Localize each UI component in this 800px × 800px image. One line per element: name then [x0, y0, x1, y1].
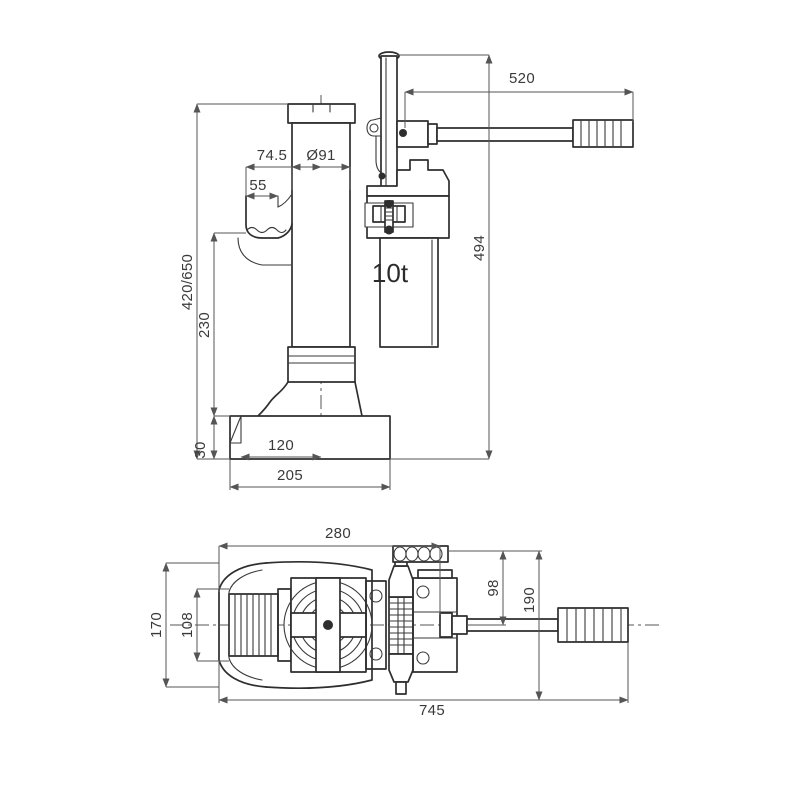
mount-bolt-bottom — [369, 647, 383, 661]
screw-column-edges — [397, 596, 405, 655]
toe-claw-assembly — [237, 193, 293, 266]
clamp-nut-bottom — [384, 225, 394, 235]
pump-head-block — [366, 159, 450, 197]
body-taper-right — [354, 381, 363, 417]
dim-pump-offset: 98 — [448, 550, 507, 626]
dim-base-inner-width-text: 120 — [268, 437, 294, 454]
ram-cap-notch — [312, 103, 331, 113]
base-toe-chamfer — [229, 415, 242, 444]
link-pin-lower — [378, 172, 386, 180]
screw-threads — [388, 602, 414, 646]
handle-socket-bolt — [399, 129, 407, 137]
handle-grip — [572, 119, 634, 148]
pivot-pin — [369, 123, 379, 133]
plan-handle-assembly — [439, 607, 629, 643]
dim-outer-depth: 170 — [148, 562, 219, 688]
dim-outer-depth-text: 170 — [148, 612, 165, 638]
screw-bottom-end — [388, 653, 414, 683]
ram-top-cap — [287, 103, 356, 124]
collar-grooves — [287, 355, 356, 364]
clamp-ribs — [380, 205, 398, 223]
handle-ferrule-plan — [451, 615, 468, 635]
handle-grip-ribs-plan — [566, 607, 622, 643]
dim-base-plate-height-text: 30 — [192, 441, 209, 458]
dim-base-width-text: 205 — [277, 467, 303, 484]
dim-lower-body-height-text: 230 — [196, 312, 213, 338]
dim-body-width-text: 280 — [325, 525, 351, 542]
dim-toe-depth-text: 108 — [179, 612, 196, 638]
handle-shaft — [436, 127, 574, 142]
dim-toe-depth: 108 — [179, 588, 229, 662]
dim-total-lift-height-text: 420/650 — [179, 254, 196, 310]
pump-reservoir — [379, 237, 439, 348]
dim-overall-length: 745 — [218, 642, 629, 719]
toe-lower-arc — [237, 237, 293, 266]
dim-lower-body-height: 230 — [196, 232, 246, 417]
handle-grip-plan — [557, 607, 629, 643]
capacity-label: 10t — [372, 258, 409, 288]
body-shell-left-arc — [218, 562, 267, 688]
reservoir-top-lip — [417, 569, 453, 579]
dim-ram-diameter: Ø91 — [245, 147, 351, 196]
pump-mount-plate — [365, 580, 387, 670]
reservoir-bolt-bottom — [416, 651, 430, 665]
clamp-nut-top — [385, 200, 393, 208]
ram-collar — [287, 346, 356, 383]
dim-pump-height-text: 494 — [471, 235, 488, 261]
screw-top-end — [388, 565, 414, 598]
base-plate — [229, 415, 391, 460]
dim-handle-length-text: 520 — [509, 70, 535, 87]
base-toe-step — [229, 415, 242, 444]
plan-top-view: 280 745 170 108 98 — [148, 525, 660, 719]
dim-pump-offset-text: 98 — [485, 579, 502, 596]
dim-toe-width-text: 55 — [249, 177, 266, 194]
toe-serrations — [246, 226, 287, 234]
dim-handle-length: 520 — [404, 70, 634, 128]
handle-grip-ribs — [580, 119, 622, 148]
ram-center-dot — [323, 620, 333, 630]
dim-toe-offset-text: 74.5 — [257, 147, 287, 164]
dim-total-lift-height: 420/650 — [179, 103, 288, 460]
screw-stem-bottom — [395, 681, 407, 695]
dim-overall-length-text: 745 — [419, 702, 445, 719]
dim-body-width: 280 — [218, 525, 441, 615]
dim-base-inner-width: 120 — [240, 437, 322, 461]
jack-body-outline — [229, 103, 391, 460]
dim-toe-width: 55 — [245, 177, 279, 200]
pump-assembly — [364, 51, 634, 348]
dim-base-plate-height: 30 — [192, 415, 218, 460]
dim-base-width: 205 — [229, 459, 391, 491]
handle-socket-ring — [427, 123, 438, 145]
dim-pump-height: 494 — [390, 54, 493, 460]
reservoir-seams-plan — [412, 611, 458, 639]
dim-ram-diameter-text: Ø91 — [306, 147, 335, 164]
toe-plate-ribs — [234, 593, 272, 657]
dim-pump-depth: 190 — [503, 550, 543, 701]
pivot-bracket — [366, 117, 382, 137]
mount-bolt-top — [369, 589, 383, 603]
toe-top-bevel — [277, 193, 293, 208]
plan-ram-cover — [283, 577, 373, 673]
side-elevation-view: 10t 420/650 230 30 494 — [179, 51, 634, 491]
body-taper-left — [257, 381, 289, 417]
reservoir-bolt-top — [416, 585, 430, 599]
dim-pump-depth-text: 190 — [521, 587, 538, 613]
handle-socket-plan — [439, 612, 453, 638]
plan-pump-body — [365, 545, 458, 695]
